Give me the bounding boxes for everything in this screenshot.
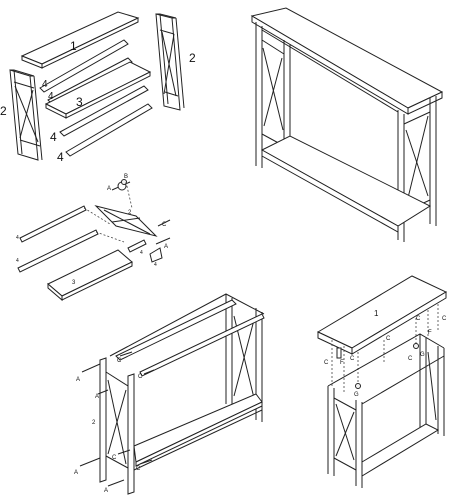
- label-step4-c5: C: [442, 316, 447, 322]
- label-step2-shelf-3: 3: [72, 280, 76, 286]
- rail-part-4-d: [65, 103, 153, 157]
- label-hw-c: C: [162, 222, 167, 228]
- label-step4-g2: G: [420, 352, 425, 358]
- label-rail-c-4: 4: [50, 130, 57, 144]
- step1-exploded-parts: 1 2 2 4: [0, 11, 196, 164]
- label-hw-a1: A: [107, 186, 111, 192]
- label-step3-a3: A: [74, 470, 78, 476]
- label-step2-rail-b: 4: [16, 258, 19, 264]
- side-frame-right-part-2: [155, 13, 185, 111]
- label-hw-a2: A: [164, 244, 168, 250]
- label-step3-side-2: 2: [92, 420, 96, 426]
- label-step3-c3: C: [112, 455, 117, 461]
- label-rail-a-4: 4: [42, 79, 48, 90]
- label-step3-a4: A: [104, 488, 108, 494]
- label-step4-top-1: 1: [374, 309, 379, 318]
- label-step3-c1: C: [117, 358, 122, 364]
- label-step4-c1: C: [324, 360, 329, 366]
- label-step2-rail-a: 4: [16, 235, 19, 241]
- label-hw-b: B: [124, 174, 128, 180]
- label-step3-a2: A: [95, 394, 99, 400]
- label-rail-d-4: 4: [57, 150, 64, 164]
- step4-top-attachment: 1 C F C G C C F C: [316, 275, 448, 488]
- label-step4-c6: C: [408, 356, 413, 362]
- label-step4-c3: C: [386, 336, 391, 342]
- label-step4-f1: F: [340, 360, 344, 366]
- label-shelf-3: 3: [76, 95, 83, 109]
- label-side-right-2: 2: [189, 51, 196, 65]
- label-step4-f2: F: [428, 330, 432, 336]
- label-step2-side-2: 2: [128, 210, 132, 216]
- label-step3-c4: C: [136, 466, 141, 472]
- step2-side-assembly: A B 2 A C 4 4 3 4 4: [16, 174, 171, 302]
- label-step3-c2: C: [138, 374, 143, 380]
- rail-part-4-a: [39, 39, 129, 93]
- label-step2-rail-d: 4: [154, 262, 157, 268]
- rail-part-4-c: [59, 85, 149, 137]
- label-step4-g1: G: [354, 392, 359, 398]
- step3-frame-assembly: A C C A 2 A C C A: [74, 293, 265, 495]
- label-step3-a1: A: [76, 377, 80, 383]
- label-step4-c2: C: [350, 356, 355, 362]
- label-rail-b-4: 4: [48, 91, 54, 102]
- shelf-panel-part-3: [44, 61, 152, 119]
- assembled-console-table: [250, 7, 444, 242]
- label-top-1: 1: [70, 39, 77, 53]
- side-frame-left-part-2: [9, 69, 43, 161]
- label-step4-c4: C: [416, 316, 421, 322]
- label-step2-rail-c: 4: [140, 250, 143, 256]
- label-side-left-2: 2: [0, 104, 7, 118]
- top-panel-part-1: [20, 11, 140, 69]
